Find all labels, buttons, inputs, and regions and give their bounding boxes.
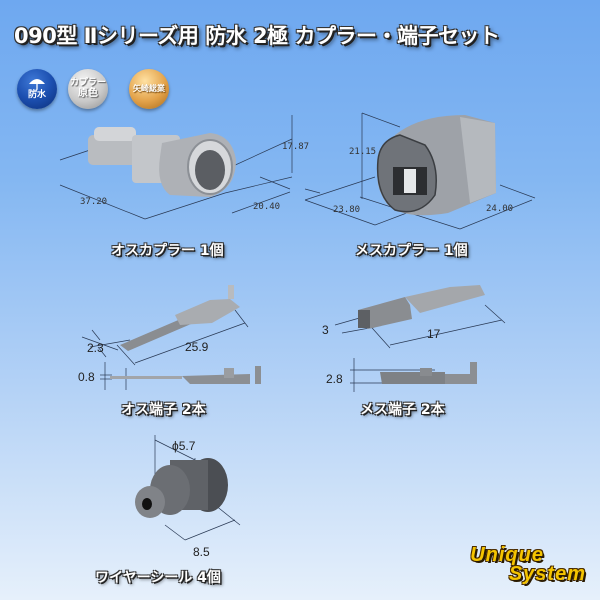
male-coupler-height: 17.87 [282,142,310,152]
color-badge-line2: 原色 [78,88,98,100]
color-badge-line1: カプラー [69,77,106,88]
color-badge: カプラー 原色 [68,69,108,109]
unique-system-logo: Unique System [470,544,586,585]
male-coupler-image [59,115,321,220]
female-terminal-width: 3 [322,323,329,337]
maker-badge: 矢崎総業 [129,69,169,109]
wire-seal-caption: ワイヤーシール 4個 [95,570,221,586]
male-terminal-width: 2.3 [87,341,104,355]
male-terminal-caption: オス端子 2本 [121,402,206,418]
female-coupler-length: 23.80 [333,205,361,215]
female-terminal-image [334,285,506,349]
male-coupler-width: 20.40 [253,202,281,212]
male-coupler-caption: オスカプラー 1個 [111,243,224,259]
female-terminal-height: 2.8 [326,372,343,386]
maker-label: 矢崎総業 [133,83,165,93]
female-terminal-length: 17 [427,327,441,341]
female-coupler-image [304,112,536,230]
logo-line2: System [508,563,586,585]
male-terminal-side-image [100,362,261,390]
female-coupler-caption: メスカプラー 1個 [355,243,468,259]
waterproof-label: 防水 [27,90,46,101]
wire-seal-length: 8.5 [193,545,210,559]
male-terminal-length: 25.9 [185,340,209,354]
wire-seal-diameter: ϕ5.7 [172,439,196,453]
logo-line1: Unique [470,544,544,566]
female-coupler-width: 24.00 [486,204,514,214]
male-terminal-thickness: 0.8 [78,370,95,384]
umbrella-icon [29,79,45,91]
female-terminal-caption: メス端子 2本 [360,402,445,418]
female-terminal-side-image [350,358,477,392]
waterproof-badge: 防水 [17,69,57,109]
wire-seal-image [135,435,241,541]
male-coupler-length: 37.20 [80,197,108,207]
female-coupler-height: 21.15 [349,147,377,157]
page-title: 090型 Ⅱシリーズ用 防水 2極 カプラー・端子セット [14,24,500,48]
